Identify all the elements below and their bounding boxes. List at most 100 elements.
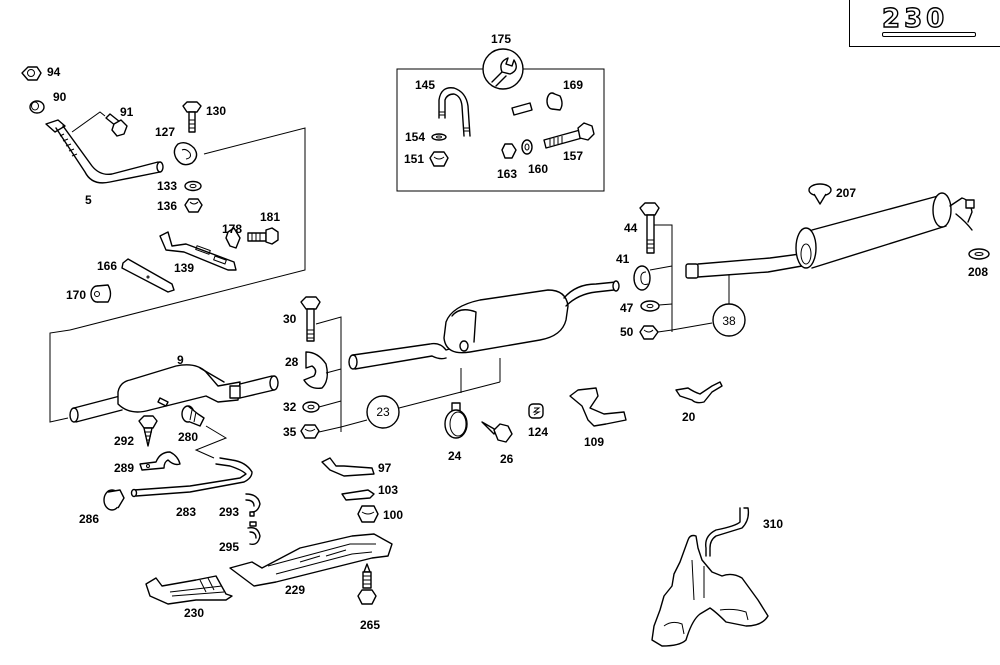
- part-26-screw[interactable]: [481, 421, 513, 443]
- part-280-grommet[interactable]: [181, 405, 205, 427]
- part-265-screw[interactable]: [357, 563, 377, 605]
- part-20-bracket[interactable]: [675, 381, 723, 404]
- kit-wrench-callout[interactable]: [482, 48, 524, 90]
- wrench-icon: [491, 57, 517, 87]
- label-166: 166: [97, 259, 117, 273]
- part-286-hose-clamp[interactable]: [103, 489, 125, 511]
- part-44-bolt[interactable]: [639, 202, 660, 254]
- part-169-rubber-bushing[interactable]: [546, 92, 563, 111]
- label-151: 151: [404, 152, 424, 166]
- label-41: 41: [616, 252, 630, 266]
- part-170-rubber-mount[interactable]: [90, 284, 112, 303]
- part-166-plate[interactable]: [121, 258, 175, 293]
- part-139-bracket[interactable]: [159, 231, 237, 271]
- part-103-plate[interactable]: [341, 489, 375, 501]
- part-50-nut[interactable]: [639, 325, 659, 340]
- rear-muffler-group: [685, 183, 990, 279]
- part-136-nut[interactable]: [184, 198, 203, 213]
- part-178-nut[interactable]: [225, 227, 241, 249]
- label-26: 26: [500, 452, 514, 466]
- part-208-seal[interactable]: [968, 248, 990, 260]
- part-157-bolt[interactable]: [543, 122, 595, 149]
- part-124-rubber-block[interactable]: [528, 403, 544, 419]
- part-181-bolt[interactable]: [247, 227, 279, 245]
- part-oxygen-sensor-stud[interactable]: [157, 397, 169, 407]
- label-265: 265: [360, 618, 380, 632]
- part-293-clip[interactable]: [245, 493, 261, 517]
- model-number: 230: [881, 3, 949, 34]
- part-154-lock-washer[interactable]: [431, 133, 447, 141]
- part-90-seal-ring[interactable]: [29, 100, 45, 114]
- lower-left-hardware: [103, 405, 261, 546]
- part-127-clamp[interactable]: [173, 141, 198, 166]
- part-151-nut[interactable]: [429, 151, 449, 167]
- intermediate-mount-group: 23: [300, 296, 501, 439]
- label-286: 286: [79, 512, 99, 526]
- label-127: 127: [155, 125, 175, 139]
- reference-23[interactable]: 23: [366, 395, 400, 429]
- label-145: 145: [415, 78, 435, 92]
- label-47: 47: [620, 301, 634, 315]
- part-24-pipe-clamp[interactable]: [444, 402, 468, 439]
- reference-38[interactable]: 38: [712, 303, 746, 337]
- part-97-bracket[interactable]: [321, 457, 375, 477]
- hanger-parts-group: [444, 381, 723, 443]
- part-35-nut[interactable]: [300, 424, 320, 439]
- part-310-hose[interactable]: [705, 507, 750, 557]
- part-47-washer[interactable]: [640, 300, 660, 312]
- label-289: 289: [114, 461, 134, 475]
- part-rear-muffler[interactable]: [685, 192, 975, 279]
- center-small-parts: [321, 457, 379, 523]
- part-100-nut[interactable]: [357, 505, 379, 523]
- part-30-bolt[interactable]: [300, 296, 321, 342]
- label-130: 130: [206, 104, 226, 118]
- label-178: 178: [222, 222, 242, 236]
- part-94-nut[interactable]: [21, 66, 42, 81]
- rear-mount-group: 38: [633, 202, 746, 340]
- part-32-washer[interactable]: [302, 401, 320, 413]
- label-292: 292: [114, 434, 134, 448]
- part-163-nut[interactable]: [501, 143, 517, 159]
- part-center-muffler[interactable]: [348, 280, 620, 370]
- label-157: 157: [563, 149, 583, 163]
- part-130-bolt[interactable]: [182, 101, 202, 133]
- label-208: 208: [968, 265, 988, 279]
- label-30: 30: [283, 312, 297, 326]
- part-spacer-sleeve[interactable]: [511, 102, 533, 116]
- label-133: 133: [157, 179, 177, 193]
- part-labels: 94 90 91 5 130 127 133 136 178 181 139 1…: [47, 32, 988, 632]
- part-41-clamp[interactable]: [633, 265, 651, 291]
- part-207-rubber-buffer[interactable]: [808, 183, 832, 205]
- part-manifold-housing[interactable]: [651, 534, 769, 647]
- part-145-u-bolt[interactable]: [438, 87, 471, 137]
- part-289-clip[interactable]: [139, 451, 181, 471]
- mounting-kit-box: [396, 48, 605, 192]
- label-32: 32: [283, 400, 297, 414]
- label-50: 50: [620, 325, 634, 339]
- label-28: 28: [285, 355, 299, 369]
- part-283-vent-hose[interactable]: [130, 457, 253, 498]
- part-5-front-pipe[interactable]: [45, 119, 164, 184]
- part-133-washer[interactable]: [184, 180, 202, 192]
- part-292-screw[interactable]: [138, 415, 158, 447]
- part-229-heat-shield[interactable]: [229, 533, 393, 587]
- part-295-clip[interactable]: [247, 521, 261, 546]
- part-9-catalytic-converter[interactable]: [69, 364, 279, 423]
- part-160-washer[interactable]: [521, 139, 533, 155]
- model-badge: 230: [849, 0, 1000, 47]
- label-175: 175: [491, 32, 511, 46]
- label-207: 207: [836, 186, 856, 200]
- model-underline: [882, 32, 976, 37]
- label-35: 35: [283, 425, 297, 439]
- label-97: 97: [378, 461, 392, 475]
- label-44: 44: [624, 221, 638, 235]
- part-109-hanger-bracket[interactable]: [569, 387, 627, 427]
- part-28-clamp[interactable]: [303, 351, 329, 390]
- label-9: 9: [177, 353, 184, 367]
- label-109: 109: [584, 435, 604, 449]
- part-230-heat-shield[interactable]: [145, 575, 233, 605]
- front-pipe-group: [21, 66, 306, 331]
- part-91-stud[interactable]: [105, 113, 128, 137]
- label-229: 229: [285, 583, 305, 597]
